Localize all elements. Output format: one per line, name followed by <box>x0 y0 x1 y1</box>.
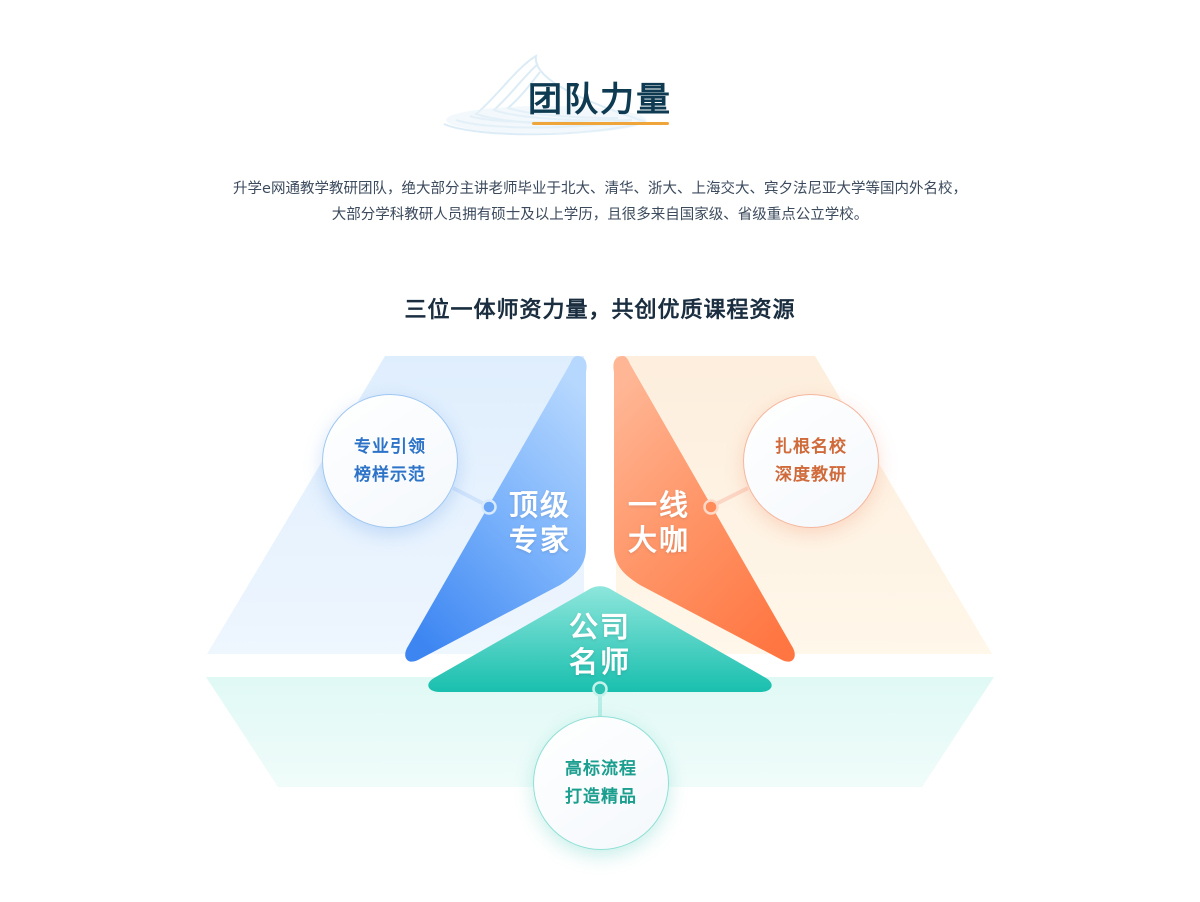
bubble-teachers: 高标流程 打造精品 <box>533 716 669 850</box>
blue-connector <box>452 486 489 508</box>
segment-label-experts: 顶级 专家 <box>508 488 571 557</box>
segment-label-teachers: 公司 名师 <box>568 610 631 679</box>
bubble-masters: 扎根名校 深度教研 <box>743 394 879 528</box>
bubble-experts: 专业引领 榜样示范 <box>322 394 458 528</box>
orange-connector <box>711 486 749 508</box>
intro-line-1: 升学e网通教学教研团队，绝大部分主讲老师毕业于北大、清华、浙大、上海交大、宾夕法… <box>233 181 967 197</box>
wave-decoration-icon <box>443 54 647 136</box>
orange-dot <box>703 499 719 515</box>
intro-text: 升学e网通教学教研团队，绝大部分主讲老师毕业于北大、清华、浙大、上海交大、宾夕法… <box>150 176 1050 228</box>
page-title: 团队力量 <box>528 80 672 120</box>
blue-dot <box>481 499 497 515</box>
teal-segment <box>428 586 772 692</box>
segment-label-masters: 一线 大咖 <box>627 488 690 557</box>
title-underline <box>532 122 669 125</box>
teal-dot <box>592 681 608 697</box>
intro-line-2: 大部分学科教研人员拥有硕士及以上学历，且很多来自国家级、省级重点公立学校。 <box>331 207 869 223</box>
diagram-subtitle: 三位一体师资力量，共创优质课程资源 <box>404 298 796 323</box>
